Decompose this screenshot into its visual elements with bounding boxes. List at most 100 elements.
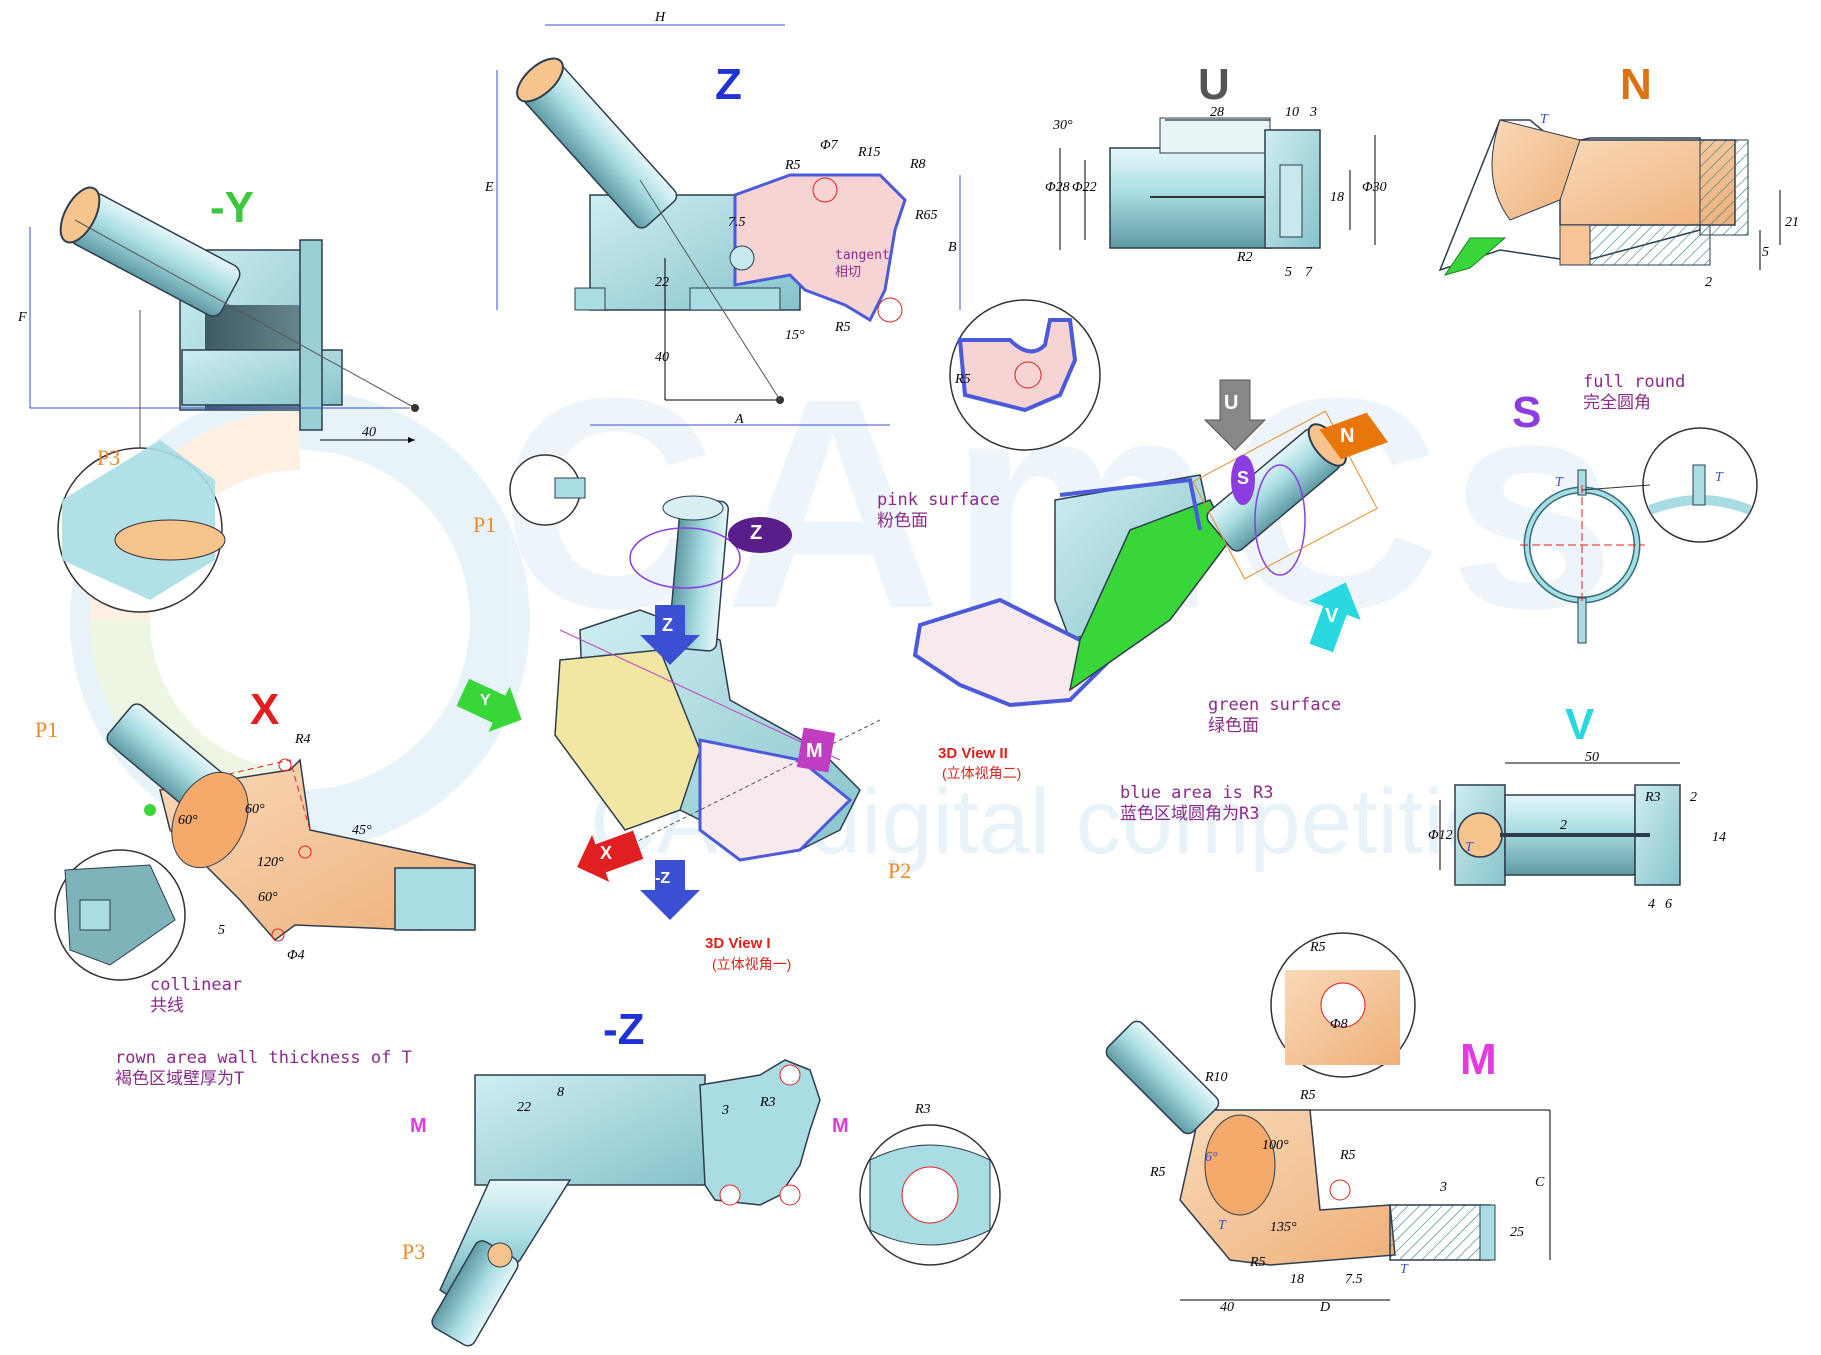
dim-z-15deg: 15° — [785, 328, 805, 343]
dim-x-5: 5 — [218, 923, 225, 938]
dim-m-phi8: Φ8 — [1330, 1017, 1348, 1032]
dim-x-phi4: Φ4 — [287, 948, 305, 963]
dim-f: F — [18, 310, 27, 325]
view2-title: 3D View II — [938, 745, 1008, 762]
dim-m-detail-r5: R5 — [1310, 940, 1326, 955]
dim-a: A — [735, 412, 744, 427]
arrow-label-n: N — [1340, 425, 1355, 447]
arrow-label-x: X — [600, 843, 613, 863]
arrow-label-z-down: Z — [662, 615, 673, 635]
dim-n-5: 5 — [1762, 245, 1769, 260]
dim-e: E — [485, 180, 494, 195]
view-m — [1105, 932, 1551, 1301]
dim-x-120deg: 120° — [257, 855, 284, 870]
dim-u-28: 28 — [1210, 105, 1224, 120]
title-neg-y: -Y — [210, 183, 254, 232]
dim-x-r4: R4 — [295, 732, 311, 747]
view-3d-2 — [912, 410, 1378, 708]
title-x: X — [250, 685, 280, 734]
tangent-label-cn: 相切 — [835, 265, 862, 280]
green-surface-label-cn: 绿色面 — [1208, 716, 1259, 736]
pink-surface-label-en: pink surface — [877, 490, 1000, 510]
collinear-label-cn: 共线 — [150, 996, 184, 1016]
point-p3-b: P3 — [402, 1239, 426, 1264]
dim-u-7: 7 — [1305, 265, 1312, 280]
blue-area-label-cn: 蓝色区域圆角为R3 — [1120, 804, 1260, 824]
point-p2: P2 — [888, 858, 912, 883]
dim-n-21: 21 — [1785, 215, 1799, 230]
dim-n-2: 2 — [1705, 275, 1712, 290]
dim-v-50: 50 — [1585, 750, 1599, 765]
title-n: N — [1620, 60, 1652, 109]
dim-n-t: T — [1540, 112, 1548, 127]
dim-d: D — [1320, 1300, 1331, 1315]
dim-m-r5-b: R5 — [1340, 1148, 1356, 1163]
view-v — [1439, 762, 1681, 886]
dim-m-r5-d: R5 — [1250, 1255, 1266, 1270]
dim-v-2-mid: 2 — [1560, 818, 1567, 833]
view-neg-z — [431, 1059, 1001, 1347]
title-s: S — [1512, 388, 1542, 437]
dim-s-t: T — [1555, 475, 1563, 490]
title-z: Z — [715, 60, 742, 109]
brown-area-label-cn: 褐色区域壁厚为T — [115, 1069, 245, 1089]
dim-u-phi22: Φ22 — [1072, 180, 1097, 195]
title-m: M — [1460, 1035, 1497, 1084]
dim-neg-z-3: 3 — [722, 1103, 729, 1118]
arrow-label-s: S — [1237, 468, 1250, 488]
arrow-label-z-top: Z — [750, 522, 763, 544]
dim-v-r3: R3 — [1645, 790, 1661, 805]
dim-v-phi12: Φ12 — [1428, 828, 1453, 843]
dim-m-3: 3 — [1440, 1180, 1447, 1195]
arrow-label-y: Y — [480, 692, 491, 709]
dim-z-r5-lower: R5 — [835, 320, 851, 335]
dim-m-40: 40 — [1220, 1300, 1234, 1315]
pink-surface-label-cn: 粉色面 — [877, 511, 928, 531]
dim-m-r5-c: R5 — [1150, 1165, 1166, 1180]
collinear-label-en: collinear — [150, 975, 243, 995]
dim-u-10: 10 — [1285, 105, 1299, 120]
dim-x-60deg-a: 60° — [245, 802, 265, 817]
title-neg-z: -Z — [603, 1005, 645, 1054]
dim-neg-z-22: 22 — [517, 1100, 531, 1115]
dim-x-45deg: 45° — [352, 823, 372, 838]
dim-v-t: T — [1465, 840, 1473, 855]
dim-m-25: 25 — [1510, 1225, 1524, 1240]
view1-title: 3D View I — [705, 935, 771, 952]
dim-v-14: 14 — [1712, 830, 1726, 845]
dim-u-5: 5 — [1285, 265, 1292, 280]
view-3d-1 — [509, 454, 881, 862]
point-p1-b: P1 — [35, 717, 59, 742]
view-s — [1520, 427, 1758, 644]
m-section-right: M — [832, 1115, 849, 1137]
dim-neg-y-40: 40 — [362, 425, 376, 440]
dim-c: C — [1535, 1175, 1545, 1190]
tangent-label-en: tangent — [835, 248, 890, 263]
view-n — [1438, 119, 1781, 276]
brown-area-label-en: rown area wall thickness of T — [115, 1048, 412, 1068]
dim-v-4: 4 — [1648, 897, 1655, 912]
point-p3-a: P3 — [97, 445, 121, 470]
dim-v-2-top: 2 — [1690, 790, 1697, 805]
dim-z-r8: R8 — [910, 157, 926, 172]
dim-x-60deg-b: 60° — [178, 813, 198, 828]
point-p1-a: P1 — [473, 512, 497, 537]
dim-m-r10: R10 — [1205, 1070, 1228, 1085]
dim-u-18: 18 — [1330, 190, 1344, 205]
dim-u-3: 3 — [1310, 105, 1317, 120]
arrow-label-m: M — [806, 740, 823, 762]
view-u — [1059, 117, 1376, 250]
dim-m-t-b: T — [1400, 1262, 1408, 1277]
dim-m-t-a: T — [1218, 1218, 1226, 1233]
dim-s-detail-t: T — [1715, 470, 1723, 485]
dim-m-r5-a: R5 — [1300, 1088, 1316, 1103]
dim-m-18: 18 — [1290, 1272, 1304, 1287]
dim-neg-z-8: 8 — [557, 1085, 564, 1100]
dim-v-6: 6 — [1665, 897, 1672, 912]
view-x — [54, 703, 476, 981]
dim-z-r15: R15 — [858, 145, 881, 160]
m-section-left: M — [410, 1115, 427, 1137]
dim-h: H — [655, 10, 666, 25]
dim-m-135deg: 135° — [1270, 1220, 1297, 1235]
